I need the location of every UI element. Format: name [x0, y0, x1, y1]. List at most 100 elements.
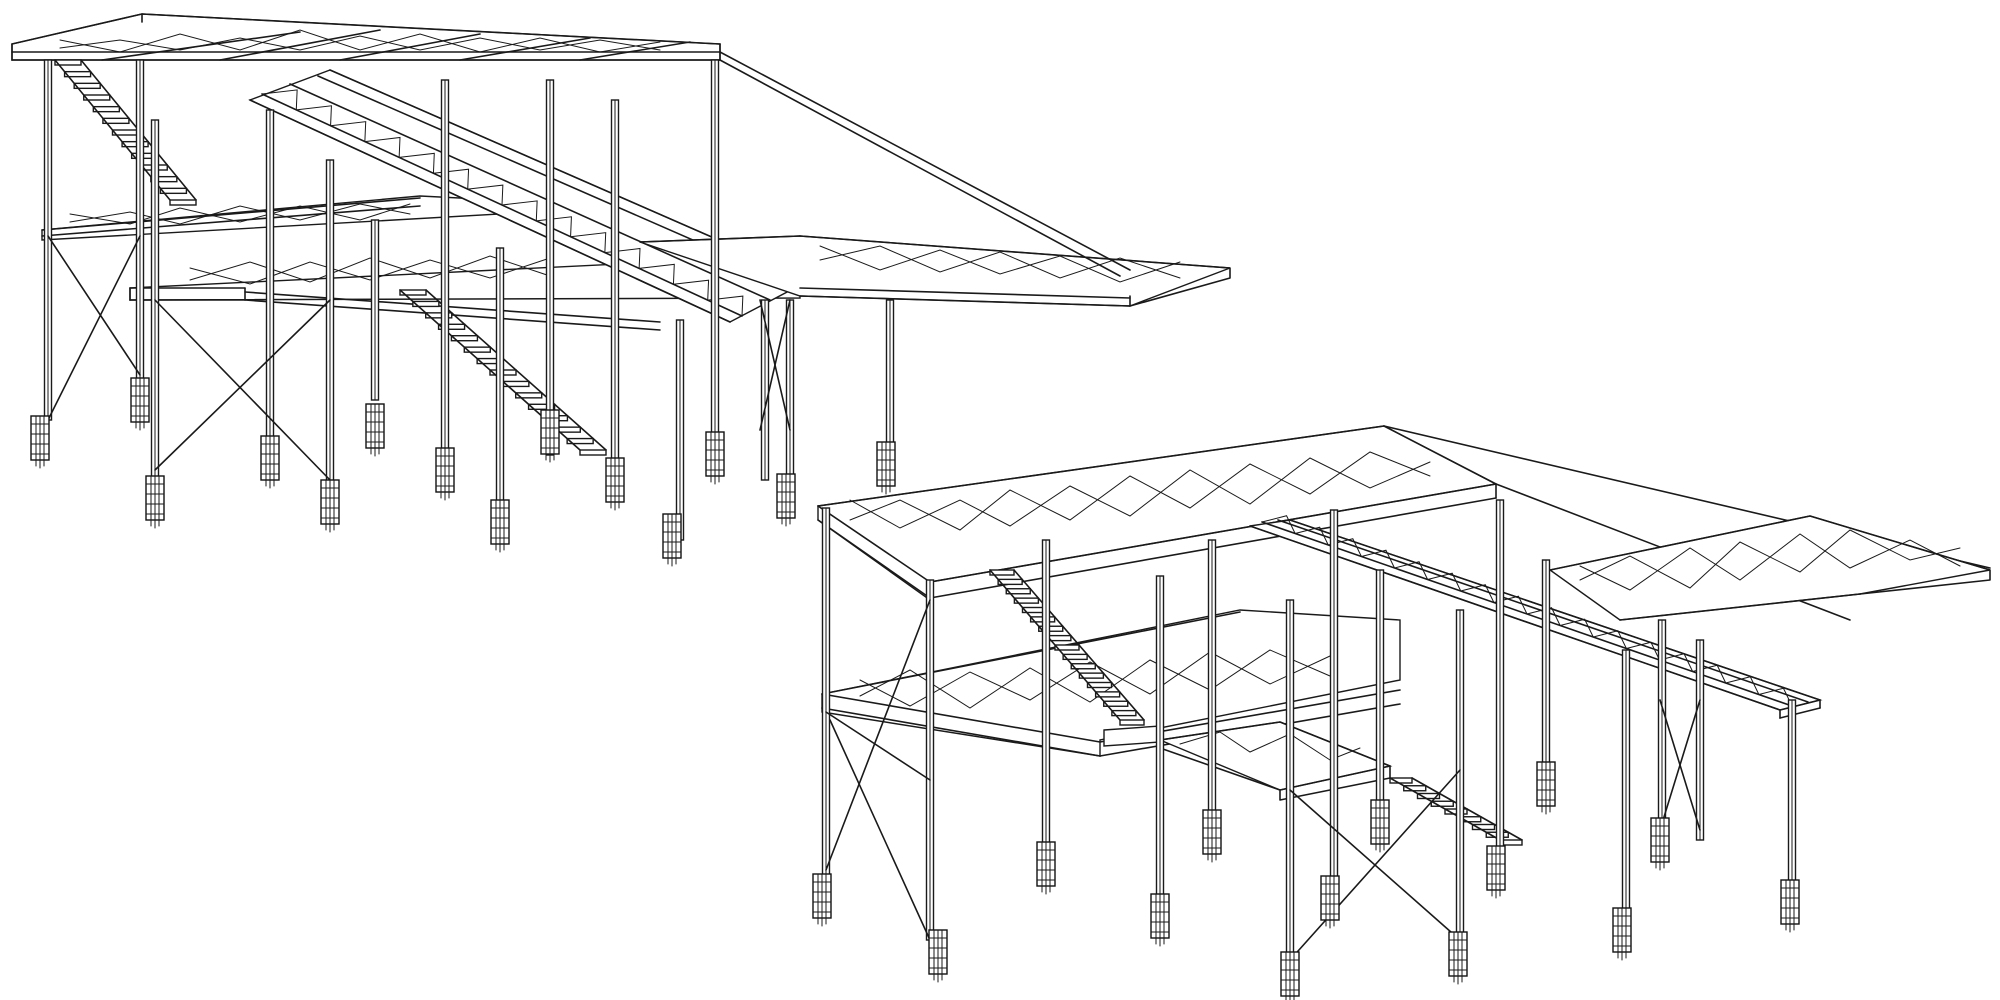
footing-rebar-cage	[1280, 951, 1300, 1000]
steel-column	[370, 219, 380, 401]
steel-column	[1375, 569, 1385, 831]
stair-tread	[159, 187, 188, 195]
stair-tread	[1389, 777, 1413, 784]
stair-tread	[83, 94, 111, 101]
stair-tread	[1403, 785, 1427, 792]
footing-rebar-cage	[1150, 893, 1170, 947]
steel-column	[1787, 699, 1797, 901]
steel-column	[265, 109, 275, 441]
footing-rebar-cage	[605, 457, 625, 511]
steel-column	[1207, 539, 1217, 821]
stair-tread	[1078, 672, 1105, 679]
footing-rebar-cage	[1650, 817, 1670, 871]
stair-tread	[1103, 700, 1129, 707]
landing-deck	[639, 51, 1231, 307]
view-rear-isometric	[11, 13, 1231, 567]
truss-web	[1592, 630, 1627, 649]
footing-rebar-cage	[705, 431, 725, 485]
stair-tread	[169, 199, 197, 206]
truss-web	[330, 121, 367, 143]
stair-tread	[1005, 588, 1031, 595]
truss-web	[1725, 676, 1760, 695]
truss-web	[1625, 641, 1660, 661]
stair-tread	[1471, 823, 1496, 831]
stair-tread	[463, 346, 491, 353]
footing-rebar-cage	[662, 513, 682, 567]
stair-tread	[1094, 691, 1121, 698]
steel-column	[785, 299, 795, 481]
footing-rebar-cage	[928, 929, 948, 983]
stair-tread	[515, 392, 543, 399]
truss-web	[1559, 618, 1594, 638]
stair-tread	[63, 70, 92, 78]
stair-tread	[1430, 800, 1454, 807]
stair-stringer	[425, 289, 607, 451]
footing-rebar-cage	[145, 475, 165, 529]
view-front-isometric	[812, 425, 1991, 1000]
footing-rebar-cage	[30, 415, 50, 469]
truss-web	[398, 152, 435, 174]
stair-tread	[54, 59, 82, 66]
stairs-upper	[989, 569, 1145, 726]
stair-tread	[1119, 719, 1145, 726]
steel-column	[495, 247, 505, 511]
truss-web	[1427, 572, 1462, 592]
stair-tread	[1111, 709, 1137, 717]
stair-tread	[92, 105, 121, 113]
stair-tread	[399, 289, 427, 296]
truss-web	[1294, 526, 1329, 546]
footing-rebar-cage	[1486, 845, 1506, 899]
steel-column	[440, 79, 450, 451]
stair-tread	[425, 312, 453, 319]
footing-rebar-cage	[490, 499, 510, 553]
cross-bracing	[47, 235, 791, 481]
stair-tread	[73, 82, 101, 90]
steel-column	[675, 319, 685, 541]
steel-column	[885, 299, 895, 446]
footing-rebar-cage	[1448, 931, 1468, 985]
steel-column	[135, 59, 145, 381]
stair-tread	[579, 449, 607, 456]
steel-column	[325, 159, 335, 501]
stair-tread	[1086, 681, 1113, 689]
truss-web	[707, 295, 744, 317]
stair-tread	[1013, 597, 1040, 604]
footing-rebar-cage	[365, 403, 385, 457]
stair-tread	[1416, 792, 1441, 800]
stair-tread	[1062, 653, 1088, 661]
stairs-upper	[54, 59, 197, 206]
stair-tread	[1054, 644, 1080, 651]
truss-web	[1394, 561, 1429, 580]
stair-stringer	[1411, 777, 1523, 841]
truss-web	[570, 232, 607, 254]
truss-web	[638, 263, 675, 285]
footing-rebar-cage	[1036, 841, 1056, 895]
footing-rebar-cage	[435, 447, 455, 501]
lower-deck	[1157, 721, 1393, 801]
steel-column	[1155, 575, 1165, 921]
stair-tread	[1038, 625, 1064, 632]
steel-column	[1495, 499, 1505, 871]
footing-rebar-cage	[1780, 879, 1800, 933]
steel-column	[710, 59, 720, 441]
truss-web	[261, 89, 298, 111]
stair-tread	[527, 403, 556, 410]
stair-tread	[437, 323, 466, 330]
steel-column	[1329, 509, 1339, 891]
steel-column	[545, 79, 555, 456]
stair-stringer	[1389, 777, 1501, 841]
steel-column	[821, 507, 831, 881]
steel-column	[1695, 639, 1705, 841]
truss-web	[1261, 515, 1296, 534]
footing-rebar-cage	[1202, 809, 1222, 863]
stair-tread	[450, 335, 479, 342]
steel-column	[1621, 649, 1631, 941]
landing-block	[1103, 725, 1161, 747]
footing-rebar-cage	[130, 377, 150, 431]
truss-web	[501, 200, 538, 222]
stair-stringer	[1013, 569, 1145, 721]
footing-rebar-cage	[320, 479, 340, 533]
footings	[812, 761, 1800, 1000]
